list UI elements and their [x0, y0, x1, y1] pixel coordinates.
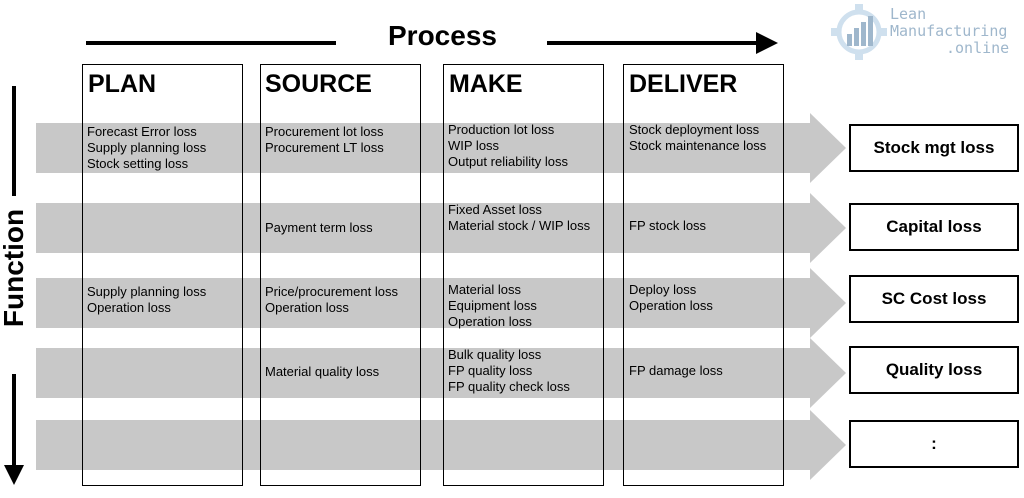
cell-item: Supply planning loss	[87, 140, 207, 155]
cell-r3-deliver: Deploy loss Operation loss	[629, 282, 713, 314]
column-plan-title: PLAN	[88, 70, 157, 98]
cell-r1-plan: Forecast Error loss Supply planning loss…	[87, 124, 206, 172]
cell-r2-make: Fixed Asset loss Material stock / WIP lo…	[448, 202, 590, 234]
cell-r2-source: Payment term loss	[265, 220, 373, 236]
cell-r1-deliver: Stock deployment loss Stock maintenance …	[629, 122, 766, 154]
cell-item: Output reliability loss	[448, 154, 568, 169]
cell-item: Operation loss	[265, 300, 349, 315]
cell-r3-plan: Supply planning loss Operation loss	[87, 284, 206, 316]
logo-line-3: .online	[946, 39, 1010, 57]
cell-item: Material loss	[448, 282, 521, 297]
column-deliver-title: DELIVER	[629, 70, 738, 98]
cell-item: Payment term loss	[265, 220, 373, 235]
process-line-left	[86, 41, 336, 45]
process-arrowhead-icon	[756, 32, 778, 54]
cell-item: Procurement lot loss	[265, 124, 384, 139]
column-make-title: MAKE	[449, 70, 523, 98]
cell-item: Production lot loss	[448, 122, 555, 137]
process-line-right	[547, 41, 757, 45]
cell-item: Forecast Error loss	[87, 124, 197, 139]
cell-item: Operation loss	[629, 298, 713, 313]
column-make-box	[443, 64, 604, 486]
cell-item: Stock deployment loss	[629, 122, 760, 137]
cell-item: FP stock loss	[629, 218, 707, 233]
row-band-5	[36, 410, 846, 480]
cell-r3-source: Price/procurement loss Operation loss	[265, 284, 398, 316]
function-line-bottom	[12, 374, 16, 466]
cell-item: FP damage loss	[629, 363, 723, 378]
cell-item: Stock maintenance loss	[629, 138, 767, 153]
cell-item: Procurement LT loss	[265, 140, 384, 155]
cell-item: Bulk quality loss	[448, 347, 542, 362]
process-label: Process	[388, 20, 497, 51]
cell-item: Operation loss	[448, 314, 532, 329]
row-band-4	[36, 338, 846, 408]
function-label: Function	[0, 208, 29, 328]
row-band-1	[36, 113, 846, 183]
column-plan-box	[82, 64, 243, 486]
cell-item: WIP loss	[448, 138, 500, 153]
loss-box-sc-cost: SC Cost loss	[849, 275, 1019, 323]
cell-r4-make: Bulk quality loss FP quality loss FP qua…	[448, 347, 570, 395]
function-line-top	[12, 86, 16, 196]
row-band-2	[36, 193, 846, 263]
cell-r1-source: Procurement lot loss Procurement LT loss	[265, 124, 384, 156]
cell-item: Operation loss	[87, 300, 171, 315]
cell-r1-make: Production lot loss WIP loss Output reli…	[448, 122, 568, 170]
logo-line-1: Lean	[890, 5, 927, 23]
cell-item: Price/procurement loss	[265, 284, 398, 299]
cell-item: Supply planning loss	[87, 284, 207, 299]
cell-r3-make: Material loss Equipment loss Operation l…	[448, 282, 537, 330]
loss-box-capital: Capital loss	[849, 203, 1019, 251]
cell-item: Material stock / WIP loss	[448, 218, 591, 233]
cell-item: Equipment loss	[448, 298, 537, 313]
cell-r2-deliver: FP stock loss	[629, 218, 706, 234]
loss-box-more: :	[849, 420, 1019, 468]
row-band-3	[36, 268, 846, 338]
cell-item: Deploy loss	[629, 282, 697, 297]
cell-item: FP quality check loss	[448, 379, 570, 394]
cell-r4-deliver: FP damage loss	[629, 363, 723, 379]
cell-r4-source: Material quality loss	[265, 364, 379, 380]
cell-item: FP quality loss	[448, 363, 533, 378]
logo-text: Lean Manufacturing .online	[890, 6, 1009, 57]
logo-line-2: Manufacturing	[890, 22, 1008, 40]
column-source-title: SOURCE	[265, 70, 372, 98]
loss-box-stock-mgt: Stock mgt loss	[849, 124, 1019, 172]
function-arrowhead-icon	[4, 465, 24, 485]
cell-item: Stock setting loss	[87, 156, 189, 171]
loss-box-quality: Quality loss	[849, 346, 1019, 394]
cell-item: Fixed Asset loss	[448, 202, 542, 217]
gear-chart-logo-icon	[831, 4, 887, 60]
cell-item: Material quality loss	[265, 364, 380, 379]
column-source-box	[260, 64, 421, 486]
column-deliver-box	[623, 64, 784, 486]
